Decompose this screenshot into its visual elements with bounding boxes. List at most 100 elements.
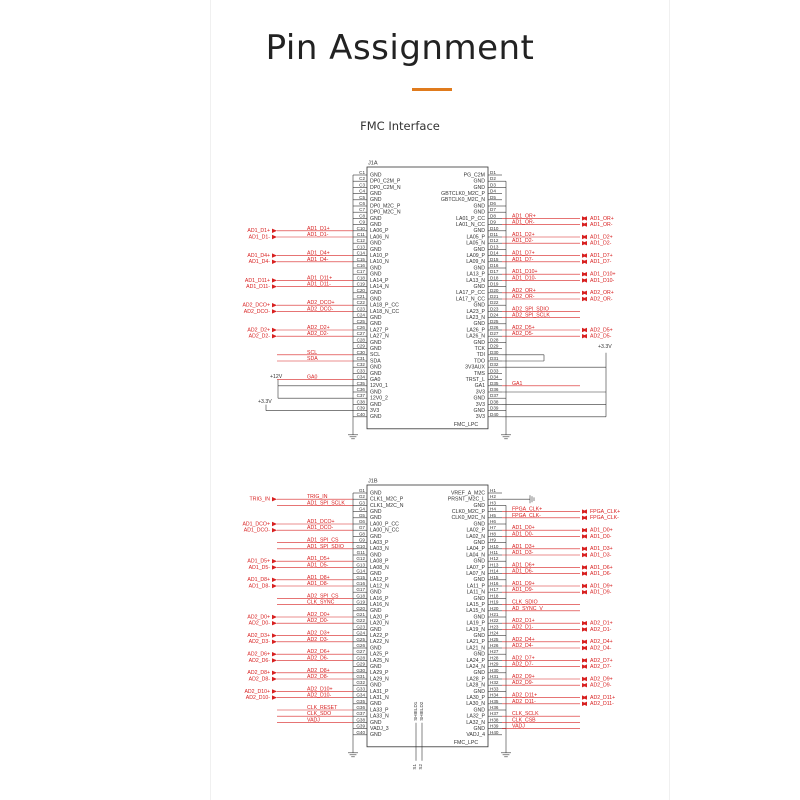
j1a-pin-C10-name: LA06_P xyxy=(370,228,389,234)
j1b-net-right-7-port-tip xyxy=(582,528,587,533)
j1b-net-right-5-port-label: FPGA_CLK- xyxy=(590,515,619,521)
j1b-pin-G24-number: G24 xyxy=(356,631,365,636)
j1b-S1-name: SHIELD1 xyxy=(413,701,418,721)
j1b-pin-H29-number: H29 xyxy=(490,662,499,667)
j1a-pin-C20-number: C20 xyxy=(357,288,366,293)
j1a-net-left-31-label: SDA xyxy=(307,356,318,362)
j1b-net-right-31-port-tip xyxy=(582,676,587,682)
j1b-pin-H7-name: LA02_P xyxy=(467,528,486,534)
j1a-pin-C29-name: GND xyxy=(370,346,382,352)
title-accent-bar xyxy=(412,88,452,91)
j1a-pin-C9-number: C9 xyxy=(359,220,365,225)
j1b-pin-H15-number: H15 xyxy=(490,575,499,580)
j1b-pin-H7-number: H7 xyxy=(490,525,496,530)
j1b-pin-H22-name: LA19_P xyxy=(467,621,486,627)
j1a-net-right-20-port-tip xyxy=(582,290,587,295)
j1b-net-right-11-label: AD1_D3- xyxy=(512,550,534,556)
j1b-net-right-10-port-label: AD1_D3+ xyxy=(590,546,613,552)
j1a-pin-C40-number: C40 xyxy=(357,412,366,417)
j1b-pin-H13-name: LA07_P xyxy=(467,565,486,571)
j1b-pin-H31-name: LA28_P xyxy=(467,676,486,682)
j1b-right-ground-symbol xyxy=(501,752,511,758)
j1b-pin-H28-name: LA24_P xyxy=(467,658,486,664)
j1b-net-left-31-port-label: AD2_D8- xyxy=(249,676,271,682)
j1b-net-left-7-port-label: AD1_DCO- xyxy=(244,528,271,534)
j1a-net-right-21-label: AD2_OR- xyxy=(512,294,535,300)
j1a-pin-C1-name: GND xyxy=(370,172,382,178)
j1a-pin-C23-number: C23 xyxy=(357,306,366,311)
j1b-net-right-10-label: AD1_D3+ xyxy=(512,544,535,550)
j1b-pin-H9-name: GND xyxy=(473,540,485,546)
j1b-net-right-7-label: AD1_D0+ xyxy=(512,525,535,531)
j1a-net-left-22-label: AD2_DCO+ xyxy=(307,300,335,306)
j1b-pin-G33-name: LA31_P xyxy=(370,689,389,695)
j1b-net-right-34-port-tip xyxy=(582,695,587,700)
j1b-pin-G16-number: G16 xyxy=(356,581,365,586)
j1b-net-left-27-label: AD2_D6+ xyxy=(307,649,330,655)
j1a-pin-C17-number: C17 xyxy=(357,269,366,274)
j1b-net-left-16-port xyxy=(272,583,277,589)
j1b-pin-G27-name: LA25_P xyxy=(370,652,389,658)
j1b-net-left-16-port-label: AD1_D8- xyxy=(249,583,271,589)
j1b-pin-G35-name: GND xyxy=(370,701,382,707)
j1b-pin-G40-number: G40 xyxy=(356,730,365,735)
j1a-pin-D33-number: D33 xyxy=(490,368,499,373)
j1a-pin-D28-name: GND xyxy=(473,340,485,346)
j1a-pin-D28-number: D28 xyxy=(490,337,499,342)
j1b-pin-G19-name: LA16_N xyxy=(370,602,389,608)
j1b-pin-H17-name: LA11_N xyxy=(467,590,486,596)
j1b-net-left-2-port xyxy=(272,497,277,502)
j1b-pin-G1-number: G1 xyxy=(359,488,366,493)
j1a-pin-D33-name: TMS xyxy=(474,371,485,377)
j1b-pin-H31-number: H31 xyxy=(490,674,499,679)
j1b-pin-H30-name: GND xyxy=(473,670,485,676)
j1b-pin-H36-number: H36 xyxy=(490,705,499,710)
j1b-net-left-28-port xyxy=(272,658,277,663)
j1a-pin-D19-number: D19 xyxy=(490,282,499,287)
j1b-net-left-25-port xyxy=(272,639,277,644)
j1b-net-left-2-port-label: TRIG_IN xyxy=(250,497,271,503)
j1b-pin-G21-number: G21 xyxy=(356,612,365,617)
j1a-pin-D27-name: LA26_N xyxy=(466,334,485,340)
j1b-net-left-15-port-label: AD1_D8+ xyxy=(247,577,270,583)
j1a-net-left-18-port xyxy=(272,278,277,283)
j1b-net-left-6-label: AD1_DCO+ xyxy=(307,519,335,525)
j1b-net-left-28-port-label: AD2_D6- xyxy=(249,658,271,664)
j1b-pin-G15-number: G15 xyxy=(356,575,365,580)
j1b-pin-G3-name: CLK1_M2C_N xyxy=(370,503,404,509)
j1a-pin-C25-name: GND xyxy=(370,321,382,327)
j1b-pin-H16-name: LA11_P xyxy=(467,583,486,589)
j1a-pin-D30-number: D30 xyxy=(490,350,499,355)
j1b-pin-G20-number: G20 xyxy=(356,606,365,611)
j1b-pin-H1-number: H1 xyxy=(490,488,496,493)
j1a-pin-D1-name: PG_C2M xyxy=(464,172,485,178)
j1a-ref: J1A xyxy=(368,160,378,166)
j1a-net-right-12-port-label: AD1_D2- xyxy=(590,241,612,247)
j1b-net-left-3-label: AD1_SPI_SCLK xyxy=(307,500,345,506)
j1a-net-right-9-port-label: AD1_OR- xyxy=(590,222,613,228)
j1b-pin-H12-name: GND xyxy=(473,559,485,565)
j1b-net-left-31-port xyxy=(272,676,277,682)
j1b-net-right-34-port-label: AD2_D11+ xyxy=(590,695,615,701)
j1a-pin-C29-number: C29 xyxy=(357,344,366,349)
j1b-pin-H38-number: H38 xyxy=(490,717,499,722)
j1b-pin-G14-number: G14 xyxy=(356,569,365,574)
j1b-pin-H3-name: GND xyxy=(473,503,485,509)
j1a-net-left-27-port xyxy=(272,334,277,339)
j1b-net-left-21-port xyxy=(272,614,277,620)
j1b-pin-G34-number: G34 xyxy=(356,693,365,698)
j1a-pin-C16-name: GND xyxy=(370,265,382,271)
j1a-pin-D14-number: D14 xyxy=(490,251,499,256)
j1b-pin-H13-number: H13 xyxy=(490,562,499,567)
j1b-pin-H40-number: H40 xyxy=(490,730,499,735)
j1b-pin-H9-number: H9 xyxy=(490,538,496,543)
j1b-pin-G6-number: G6 xyxy=(359,519,366,524)
j1b-pin-G10-number: G10 xyxy=(356,544,365,549)
j1b-pin-H37-name: LA32_P xyxy=(467,714,486,720)
j1b-net-left-24-port xyxy=(272,633,277,638)
j1a-net-right-21-port-tip xyxy=(582,296,587,302)
j1b-pin-G37-name: LA33_N xyxy=(370,714,389,720)
j1b-pin-G38-name: GND xyxy=(370,720,382,726)
j1a-pin-D23-name: LA23_P xyxy=(467,309,486,315)
